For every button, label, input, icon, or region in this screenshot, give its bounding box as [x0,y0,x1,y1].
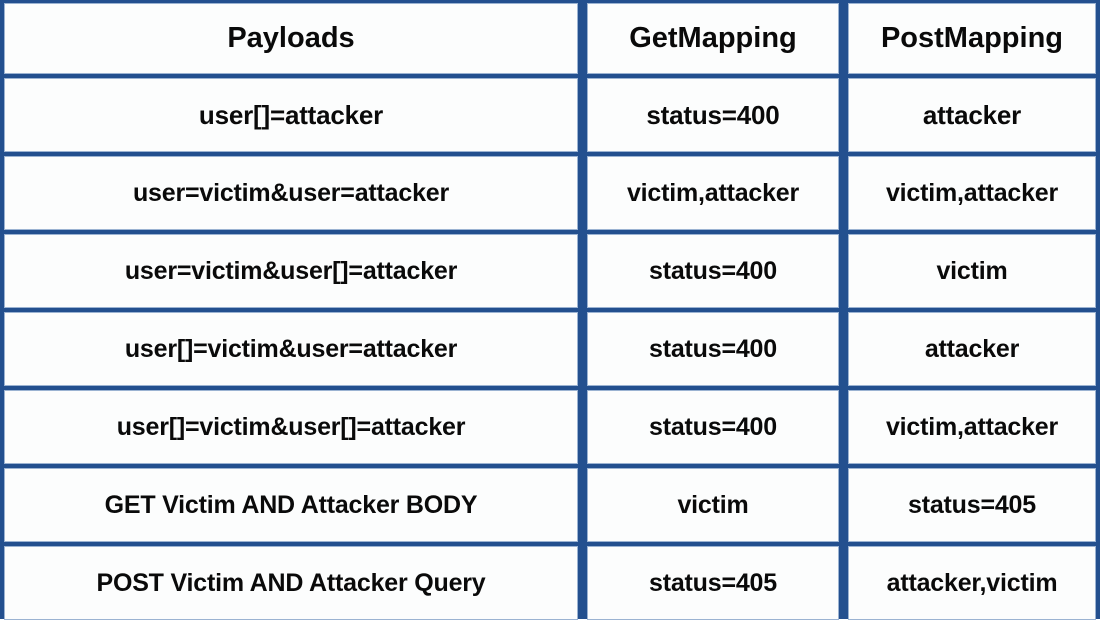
cell-getmapping: victim,attacker [587,156,839,230]
table-row: user=victim&user[]=attacker status=400 v… [4,234,1096,308]
cell-getmapping: victim [587,468,839,542]
table-row: POST Victim AND Attacker Query status=40… [4,546,1096,620]
cell-payload: user[]=victim&user=attacker [4,312,578,386]
cell-payload: user[]=victim&user[]=attacker [4,390,578,464]
cell-getmapping: status=405 [587,546,839,620]
table-row: GET Victim AND Attacker BODY victim stat… [4,468,1096,542]
cell-postmapping: attacker [848,78,1096,152]
cell-getmapping: status=400 [587,78,839,152]
cell-postmapping: attacker,victim [848,546,1096,620]
table-header-row: Payloads GetMapping PostMapping [4,3,1096,74]
table-row: user[]=victim&user[]=attacker status=400… [4,390,1096,464]
table-row: user=victim&user=attacker victim,attacke… [4,156,1096,230]
cell-payload: user=victim&user=attacker [4,156,578,230]
column-header-postmapping: PostMapping [848,3,1096,74]
cell-payload: POST Victim AND Attacker Query [4,546,578,620]
column-header-payloads: Payloads [4,3,578,74]
cell-postmapping: victim,attacker [848,390,1096,464]
cell-payload: user[]=attacker [4,78,578,152]
cell-getmapping: status=400 [587,312,839,386]
cell-getmapping: status=400 [587,234,839,308]
cell-postmapping: attacker [848,312,1096,386]
cell-postmapping: victim [848,234,1096,308]
table-row: user[]=victim&user=attacker status=400 a… [4,312,1096,386]
cell-payload: user=victim&user[]=attacker [4,234,578,308]
cell-getmapping: status=400 [587,390,839,464]
cell-postmapping: status=405 [848,468,1096,542]
table-row: user[]=attacker status=400 attacker [4,78,1096,152]
column-header-getmapping: GetMapping [587,3,839,74]
cell-postmapping: victim,attacker [848,156,1096,230]
cell-payload: GET Victim AND Attacker BODY [4,468,578,542]
